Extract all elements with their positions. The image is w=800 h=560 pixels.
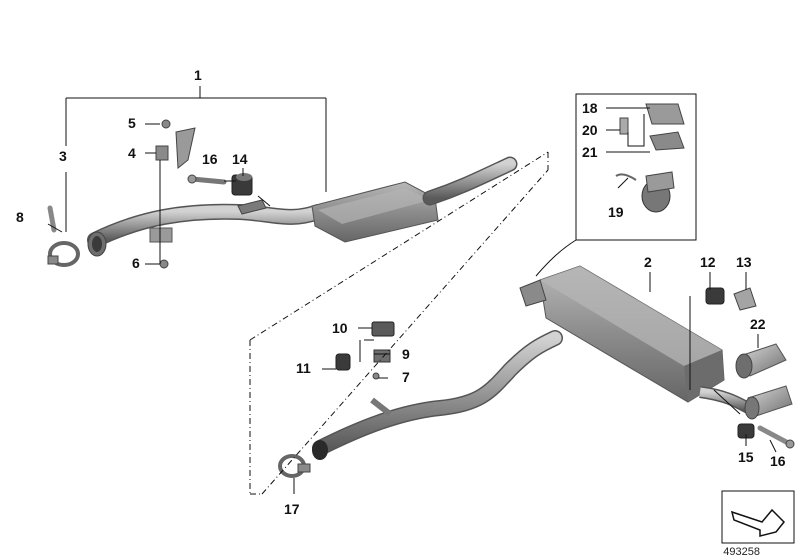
diagram-reference-number: 493258 [723,546,760,558]
mount-part-12-13 [705,287,757,311]
label-4: 4 [128,145,136,161]
label-5: 5 [128,115,136,131]
clamp-part-8 [47,205,80,267]
rear-silencer [519,265,755,416]
label-12: 12 [700,254,716,270]
tailpipe-part-22 [735,343,793,420]
label-6: 6 [132,255,140,271]
label-18: 18 [582,100,598,116]
rear-pipe-assembly [312,330,563,460]
label-3: 3 [59,148,67,164]
bolt-part-16-front [187,174,227,185]
label-13: 13 [736,254,752,270]
label-9: 9 [402,346,410,362]
label-17: 17 [284,501,300,517]
label-10: 10 [332,320,348,336]
label-20: 20 [582,122,598,138]
hanger-parts-7-11 [335,321,395,380]
bracket-part-4-5 [155,119,196,269]
rubber-mount-part-14 [231,173,253,196]
front-pipe-assembly [87,156,518,257]
rubber-mount-part-15-16 [737,423,795,449]
label-15: 15 [738,449,754,465]
label-21: 21 [582,144,598,160]
navigation-arrow-icon [721,490,795,544]
label-11: 11 [296,360,311,376]
label-7: 7 [402,369,410,385]
clamp-part-17 [278,454,311,478]
inset-detail-box [575,93,697,241]
label-16-rear: 16 [770,453,786,469]
label-14: 14 [232,151,248,167]
label-1: 1 [194,67,202,83]
label-2: 2 [644,254,652,270]
label-22: 22 [750,316,766,332]
label-8: 8 [16,209,24,225]
label-19: 19 [608,204,624,220]
label-16-front: 16 [202,151,218,167]
